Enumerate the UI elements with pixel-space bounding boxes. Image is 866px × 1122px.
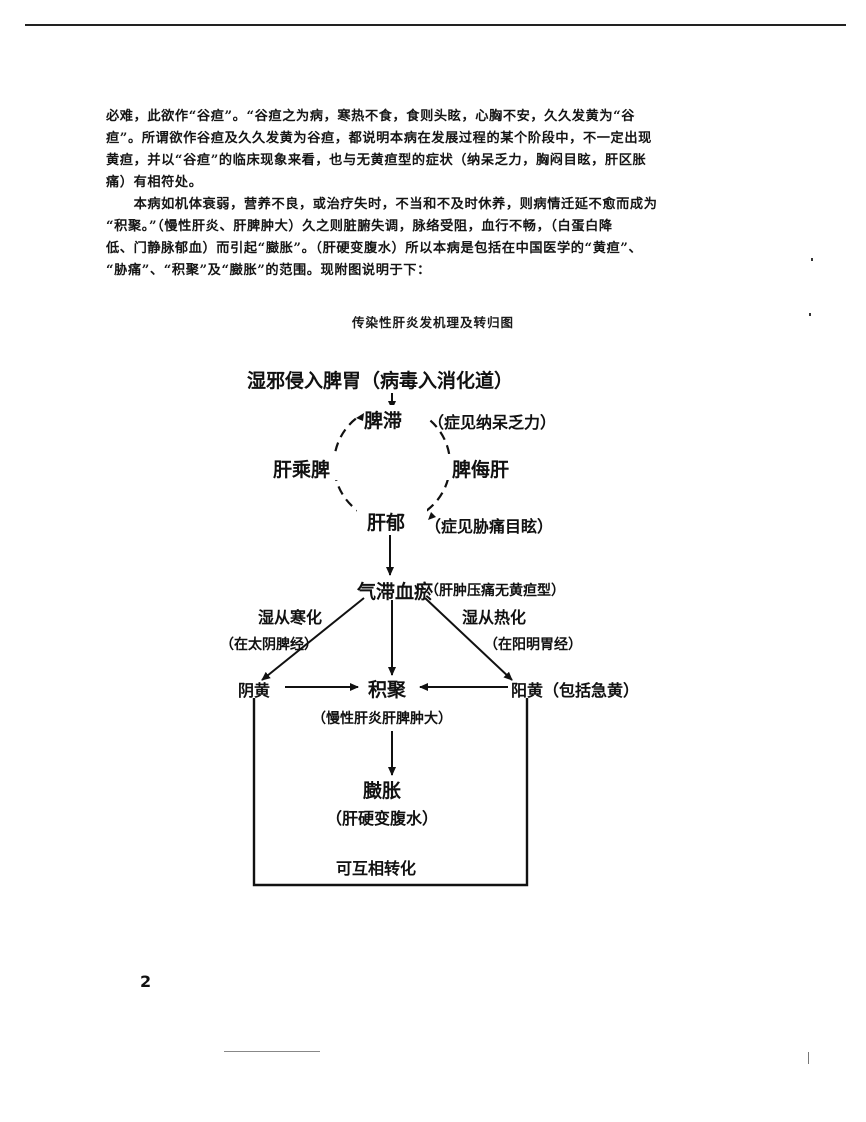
scan-speck [809,313,811,316]
node-liver-depression: 肝郁 [367,512,406,534]
text-line: 疸”。所谓欲作谷疸及久久发黄为谷疸，都说明本病在发展过程的某个阶段中，不一定出现 [106,131,652,146]
page-number: 2 [140,972,152,991]
node-accumulation: 积聚 [368,679,407,701]
text-line: 必难，此欲作“谷疸”。“谷疸之为病，寒热不食，食则头眩，心胸不安，久久发黄为“谷 [106,109,636,124]
node-mutual-transform: 可互相转化 [336,859,417,878]
scan-speck [811,258,813,261]
node-yin-jaundice: 阴黄 [238,681,271,700]
scan-speck [808,1052,809,1064]
text-line: 低、门静脉郁血）而引起“臌胀”。（肝硬变腹水）所以本病是包括在中国医学的“黄疸”… [106,241,643,256]
figure-caption: 传染性肝炎发机理及转归图 [351,315,514,330]
text-line: 黄疸，并以“谷疸”的临床现象来看，也与无黄疸型的症状（纳呆乏力，胸闷目眩，肝区胀 [106,153,647,168]
node-heat-transform-note: （在阳明胃经） [484,637,582,653]
node-cold-transform-note: （在太阴脾经） [220,637,318,653]
node-spleen-insult-liver: 脾侮肝 [452,459,510,481]
node-spleen-stagnation: 脾滞 [364,410,403,432]
paragraph-2: 本病如机体衰弱，营养不良，或治疗失时，不当和不及时休养，则病情迁延不愈而成为 “… [106,194,746,282]
node-yang-jaundice: 阳黄（包括急黄） [511,681,640,700]
node-tympanites-note: （肝硬变腹水） [326,809,439,828]
text-line: “积聚。”（慢性肝炎、肝脾肿大）久之则脏腑失调，脉络受阻，血行不畅，（白蛋白降 [106,219,613,234]
node-liver-over-spleen: 肝乘脾 [273,459,331,481]
text-line: “胁痛”、“积聚”及“臌胀”的范围。现附图说明于下： [106,263,431,278]
node-qi-blood-stasis: 气滞血瘀 [357,581,434,603]
node-heat-transform: 湿从热化 [462,608,527,627]
paragraph-1: 必难，此欲作“谷疸”。“谷疸之为病，寒热不食，食则头眩，心胸不安，久久发黄为“谷… [106,106,746,194]
node-liver-depression-note: （症见胁痛目眩） [425,517,554,536]
text-line: 痛）有相符处。 [106,175,203,190]
node-accumulation-note: （慢性肝炎肝脾肿大） [312,711,452,727]
node-tympanites: 臌胀 [363,780,402,802]
node-entry: 湿邪侵入脾胃（病毒入消化道） [247,370,514,392]
scan-speck [224,1051,320,1052]
text-line: 本病如机体衰弱，营养不良，或治疗失时，不当和不及时休养，则病情迁延不愈而成为 [106,197,658,212]
header-rule [25,24,846,26]
node-qi-blood-stasis-note: （肝肿压痛无黄疸型） [425,583,565,599]
node-cold-transform: 湿从寒化 [258,608,323,627]
node-spleen-stagnation-note: （症见纳呆乏力） [428,413,557,432]
